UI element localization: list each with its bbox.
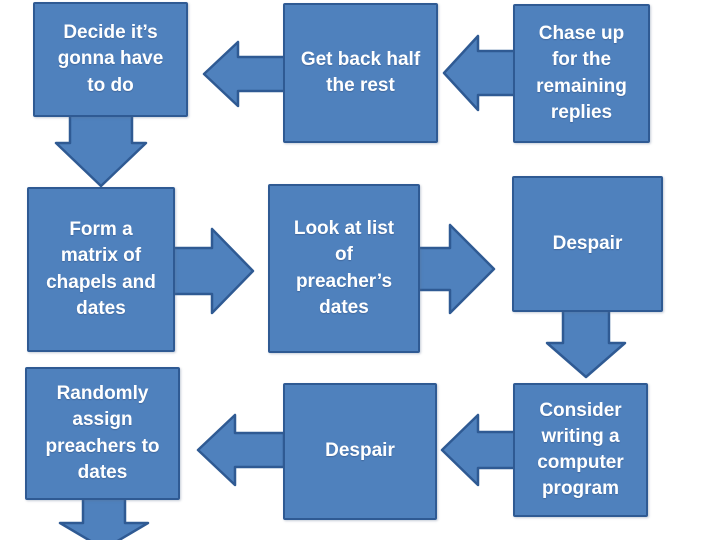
node-label: Chase up for the remaining replies [536,23,627,123]
node-label: Look at list of preacher’s dates [293,218,395,318]
node-get-back-half-the-rest: Get back half the rest [283,3,438,143]
arrow-despair-to-consider-icon [545,308,627,379]
arrow-look-list-to-despair-icon [416,223,496,315]
node-label: Decide it’s gonna have to do [57,22,164,96]
arrow-form-matrix-to-look-list-icon [171,227,255,315]
arrow-chase-up-to-get-back-half-icon [442,34,517,112]
node-look-at-list-preachers-dates: Look at list of preacher’s dates [268,184,420,353]
arrow-get-back-half-to-decide-icon [202,40,287,108]
node-chase-up-remaining-replies: Chase up for the remaining replies [513,4,650,143]
node-despair-top: Despair [512,176,663,312]
arrow-consider-to-despair-icon [440,413,517,487]
node-form-matrix-chapels-dates: Form a matrix of chapels and dates [27,187,175,352]
arrow-despair-to-randomly-assign-icon [196,413,286,487]
node-label: Form a matrix of chapels and dates [46,219,156,319]
node-label: Consider writing a computer program [537,399,624,500]
node-label: Despair [552,232,623,254]
node-label: Despair [325,440,395,462]
arrow-randomly-assign-down-offscreen-icon [58,496,150,540]
node-decide-gonna-have-to-do: Decide it’s gonna have to do [33,2,188,117]
node-despair-bottom: Despair [283,383,437,520]
node-label: Get back half the rest [300,48,421,96]
arrow-decide-to-form-matrix-icon [54,113,148,188]
node-consider-writing-computer-program: Consider writing a computer program [513,383,648,517]
node-randomly-assign-preachers-to-dates: Randomly assign preachers to dates [25,367,180,500]
node-label: Randomly assign preachers to dates [45,383,160,483]
